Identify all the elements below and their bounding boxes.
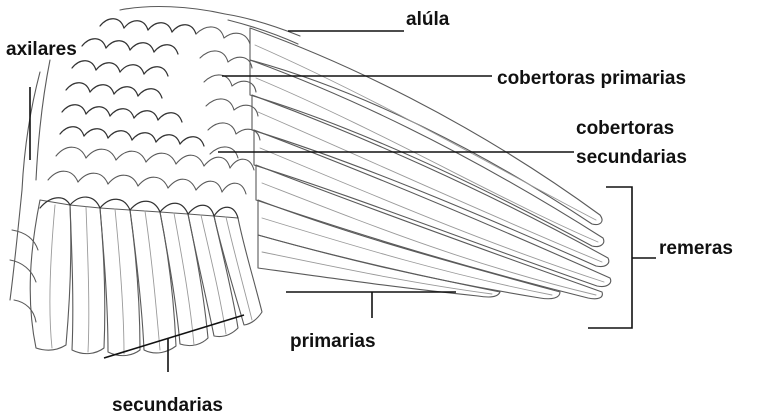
label-cobertoras-secundarias-line1: cobertoras (576, 118, 674, 139)
label-axilares: axilares (6, 39, 77, 60)
label-alula: alúla (406, 9, 450, 30)
lesser-coverts (60, 7, 225, 146)
remeras-bracket (588, 187, 632, 328)
secondary-feathers (30, 200, 262, 356)
label-primarias: primarias (290, 331, 376, 352)
label-secundarias: secundarias (112, 395, 223, 416)
label-remeras: remeras (659, 238, 733, 259)
secondary-coverts (40, 147, 254, 218)
label-cobertoras-secundarias-line2: secundarias (576, 147, 687, 168)
label-cobertoras-primarias: cobertoras primarias (497, 68, 686, 89)
alula-feathers (225, 14, 300, 44)
